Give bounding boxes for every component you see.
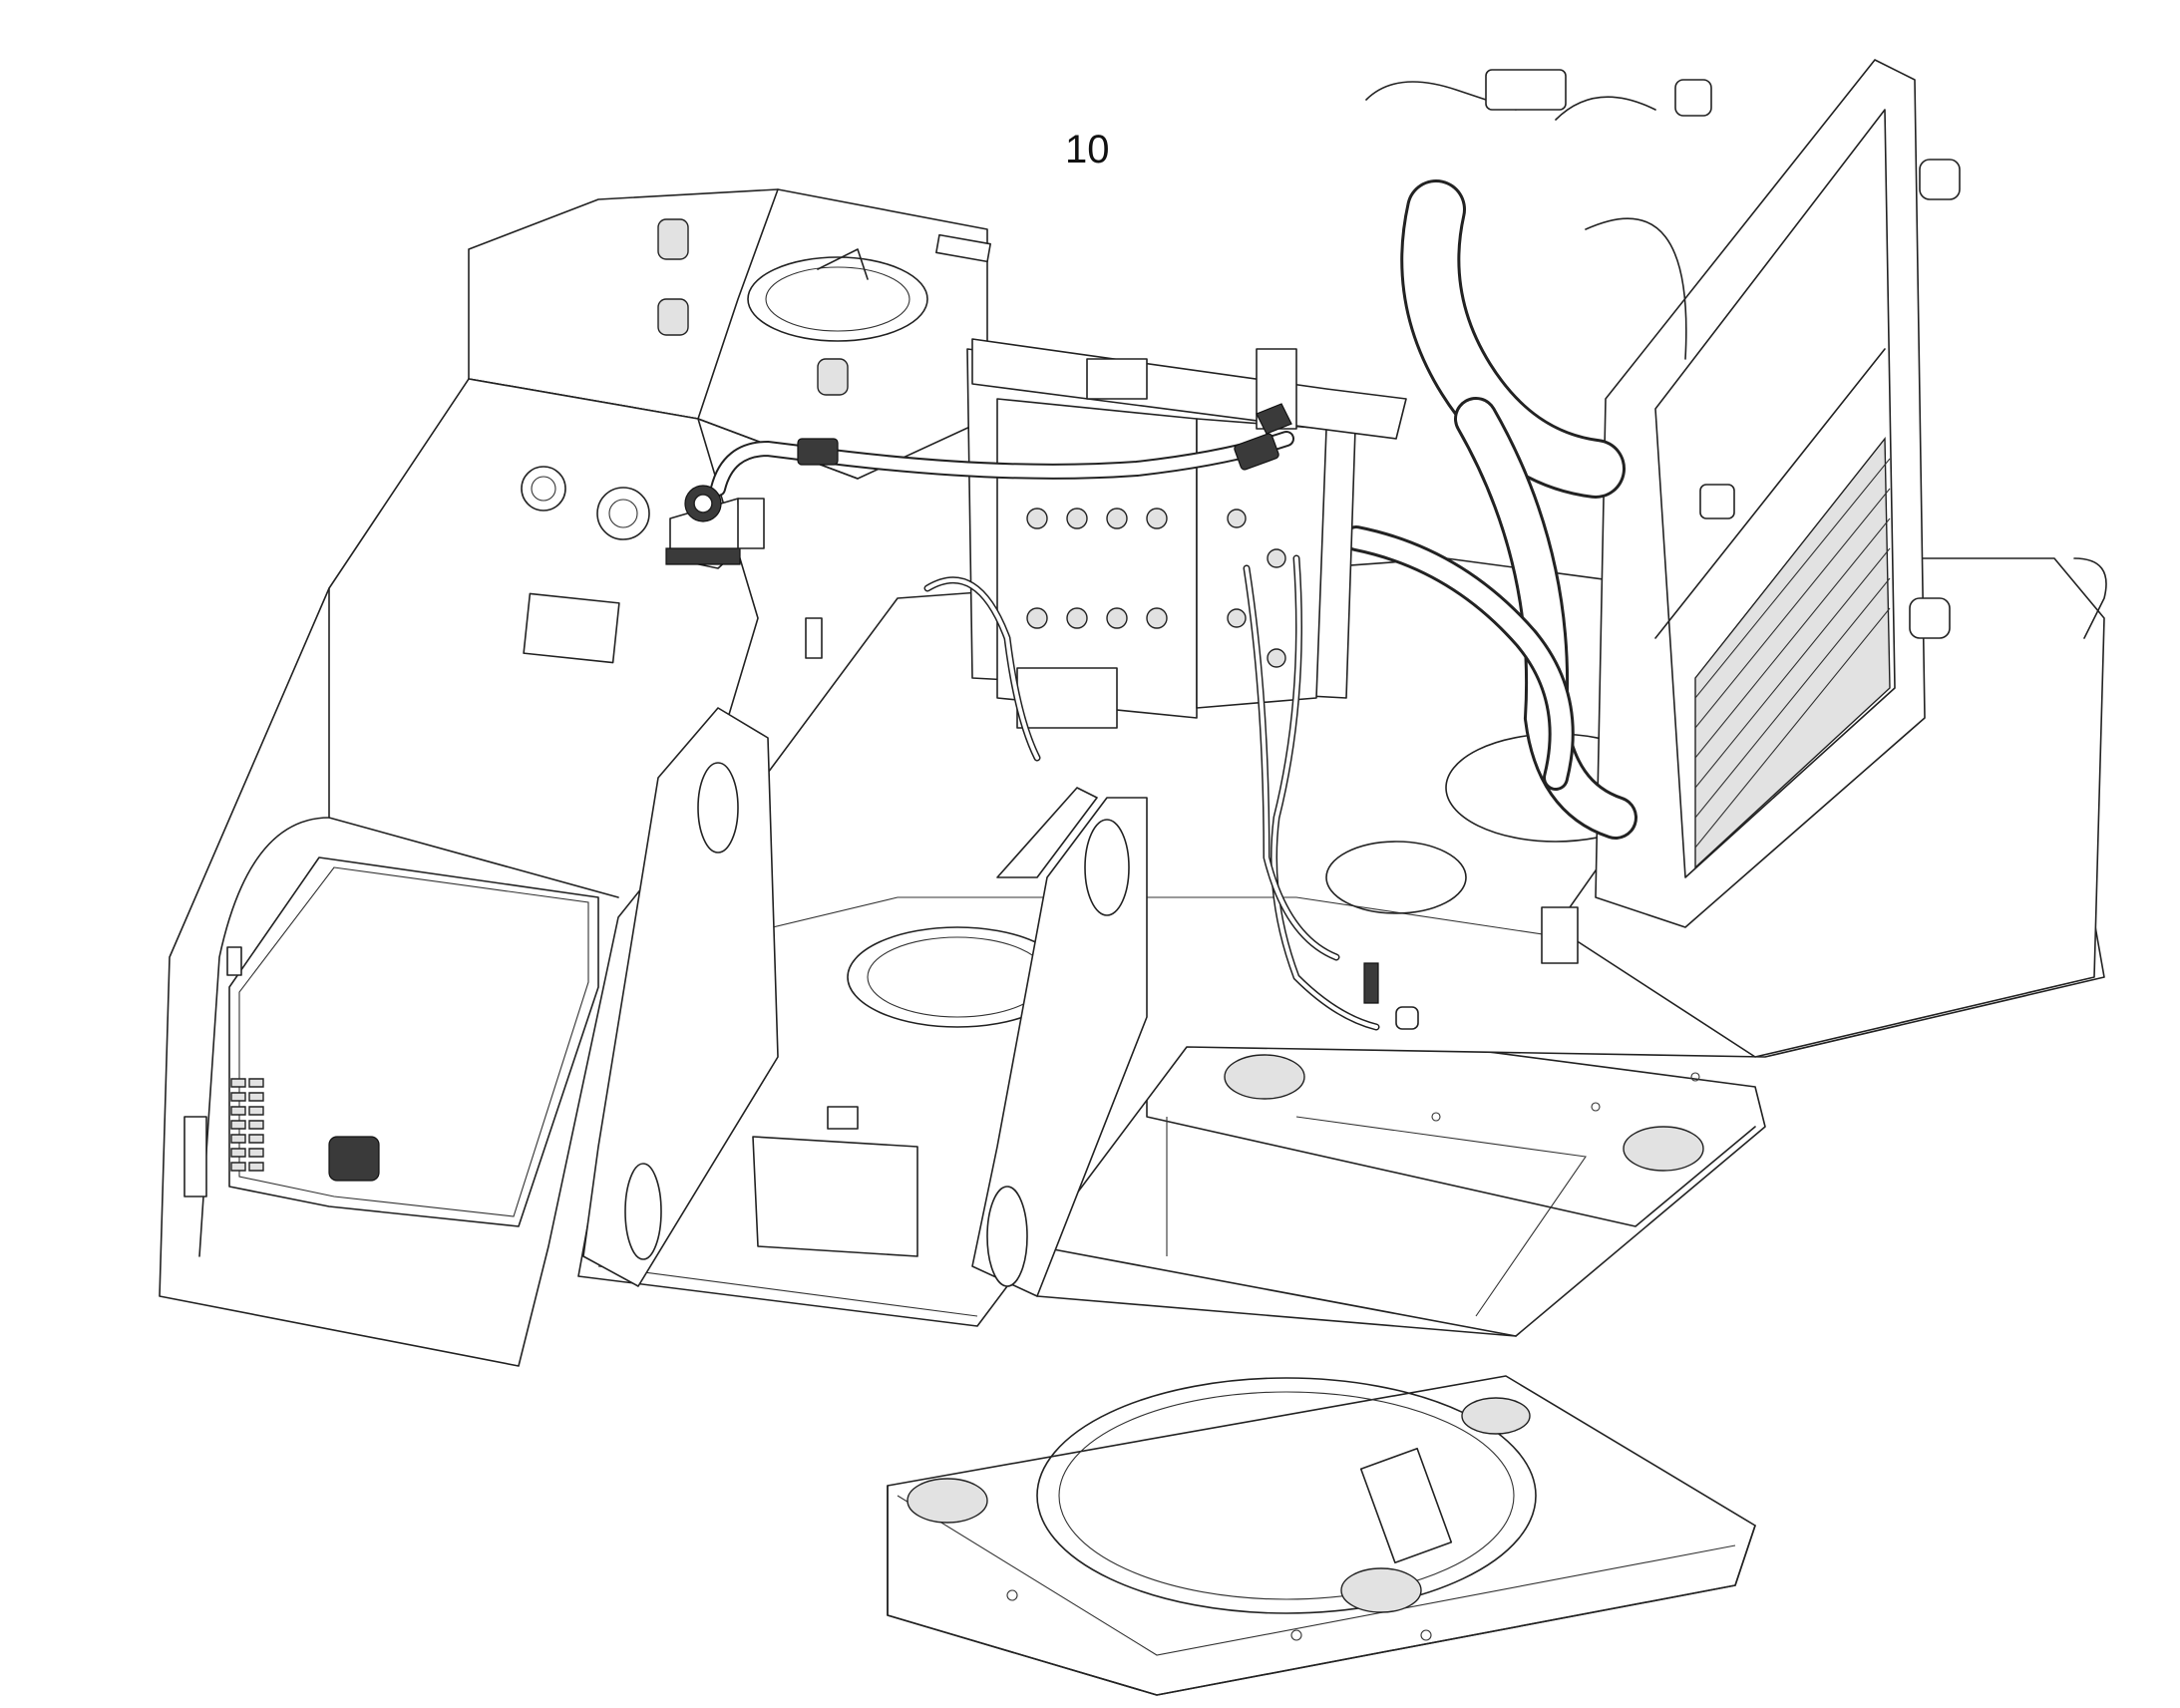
- engine-hoses: [1356, 70, 1711, 818]
- radiator-pack: [1542, 60, 1960, 963]
- cabin-shroud: [160, 379, 758, 1366]
- tank-assembly: [469, 189, 990, 479]
- lower-frame: [888, 1376, 1755, 1695]
- callout-label: 10: [1065, 128, 1110, 171]
- center-frame: [1037, 1007, 1765, 1336]
- control-valve: [967, 339, 1406, 728]
- boom-brackets: [583, 708, 1147, 1296]
- vent-grille: [231, 1079, 263, 1171]
- door-latch-icon: [329, 1137, 379, 1181]
- deck-fittings: [522, 467, 822, 658]
- pilot-hoses: [927, 558, 1418, 1029]
- hydraulic-hose-assembly: [666, 404, 1291, 568]
- valve-ports: [1027, 509, 1285, 667]
- radiator-fins: [1695, 439, 1890, 867]
